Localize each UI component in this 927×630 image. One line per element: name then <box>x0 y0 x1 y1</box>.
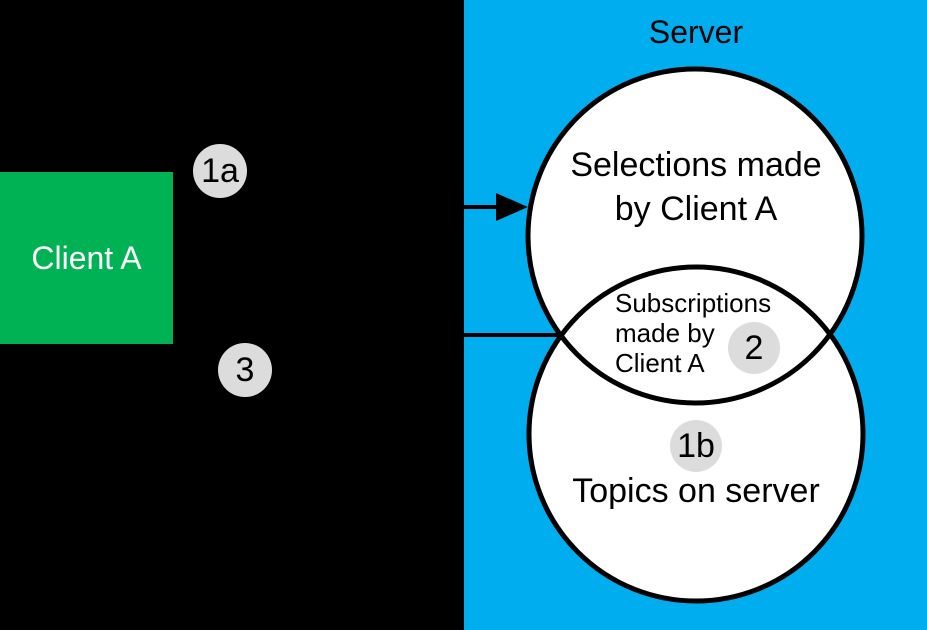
selections-label-line: Selections made <box>570 146 822 184</box>
badge-2: 2 <box>728 322 780 374</box>
badge-1a-label: 1a <box>201 151 239 190</box>
subscriptions-label: Subscriptions made by Client A <box>615 288 815 378</box>
selections-label: Selections made by Client A <box>536 143 856 231</box>
badge-3: 3 <box>218 343 272 397</box>
selection-arrowhead-icon <box>496 193 528 221</box>
client-a-box: Client A <box>0 172 173 344</box>
topics-circle-outline <box>526 264 866 604</box>
topics-label: Topics on server <box>572 472 820 510</box>
badge-2-label: 2 <box>744 328 764 367</box>
badge-1a: 1a <box>193 144 247 198</box>
subscriptions-label-line: Client A <box>615 348 705 378</box>
subscriptions-label-line: made by <box>615 318 715 348</box>
selections-label-line: by Client A <box>614 190 778 228</box>
server-title-label: Server <box>648 14 744 50</box>
badge-1b: 1b <box>670 420 722 472</box>
client-a-label: Client A <box>31 239 142 276</box>
badge-1b-label: 1b <box>677 426 715 465</box>
subscriptions-label-line: Subscriptions <box>615 288 772 318</box>
badge-3-label: 3 <box>235 350 255 389</box>
selections-circle-outline <box>525 66 865 406</box>
